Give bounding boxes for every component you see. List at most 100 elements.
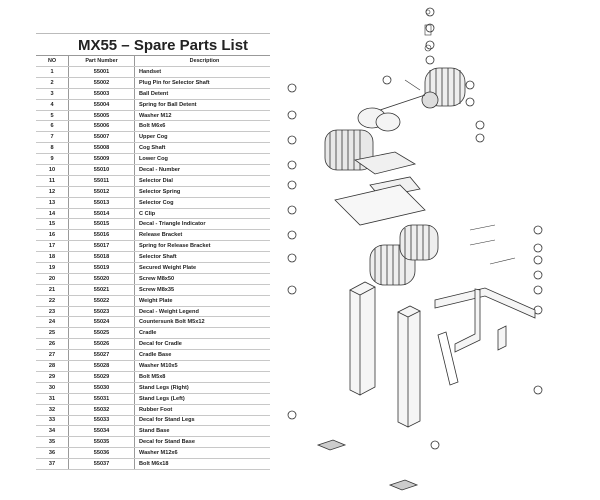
row-number: 20: [36, 273, 69, 285]
row-number: 15: [36, 218, 69, 231]
callout-circle: [475, 133, 485, 143]
part-number: 55029: [68, 371, 135, 383]
part-number: 55037: [68, 458, 135, 470]
callout-circle: [287, 205, 297, 215]
row-number: 6: [36, 120, 69, 133]
row-number: 30: [36, 382, 69, 394]
callout-circle: [533, 385, 543, 395]
callout-circles: [287, 7, 543, 450]
row-number: 3: [36, 88, 69, 100]
part-number: 55016: [68, 229, 135, 242]
part-number: 55002: [68, 77, 135, 89]
part-number: 55032: [68, 404, 135, 416]
row-number: 19: [36, 262, 69, 274]
rubber-feet: [316, 439, 419, 491]
part-number: 55034: [68, 425, 135, 438]
part-description: Decal for Stand Legs: [134, 415, 270, 427]
part-description: Selector Spring: [134, 186, 270, 198]
exploded-parts-diagram: [287, 7, 543, 491]
part-number: 55021: [68, 284, 135, 296]
part-description: Spring for Release Bracket: [134, 240, 270, 253]
row-number: 27: [36, 349, 69, 362]
dumbbell-top: [379, 67, 466, 111]
part-description: Release Bracket: [134, 229, 270, 242]
callout-circle: [533, 285, 543, 295]
part-number: 55022: [68, 295, 135, 307]
callout-circle: [287, 180, 297, 190]
callout-circle: [425, 23, 435, 33]
callout-circle: [430, 440, 440, 450]
part-description: Countersunk Bolt M5x12: [134, 316, 270, 329]
row-number: 35: [36, 436, 69, 449]
part-description: Cradle Base: [134, 349, 270, 362]
part-description: Spring for Ball Detent: [134, 99, 270, 111]
callout-circle: [382, 75, 392, 85]
part-number: 55027: [68, 349, 135, 362]
part-description: Screw M8x50: [134, 273, 270, 285]
part-description: Washer M10x5: [134, 360, 270, 372]
page-title: MX55 – Spare Parts List: [77, 37, 249, 54]
row-number: 37: [36, 458, 69, 470]
callout-circle: [287, 285, 297, 295]
row-number: 10: [36, 164, 69, 176]
part-description: Ball Detent: [134, 88, 270, 100]
part-description: Washer M12: [134, 110, 270, 122]
part-number: 55012: [68, 186, 135, 198]
part-description: Decal for Stand Base: [134, 436, 270, 449]
part-number: 55020: [68, 273, 135, 285]
small-hardware: [404, 9, 516, 265]
part-number: 55033: [68, 415, 135, 427]
callout-circle: [287, 110, 297, 120]
part-number: 55025: [68, 327, 135, 340]
callout-circle: [533, 255, 543, 265]
part-description: Decal - Triangle Indicator: [134, 218, 270, 231]
part-description: Selector Cog: [134, 197, 270, 209]
part-number: 55011: [68, 175, 135, 187]
callout-circle: [287, 253, 297, 263]
part-description: Bolt M5x8: [134, 371, 270, 383]
row-number: 33: [36, 415, 69, 427]
row-number: 14: [36, 208, 69, 220]
callout-circle: [425, 40, 435, 50]
part-description: Selector Dial: [134, 175, 270, 187]
row-number: 2: [36, 77, 69, 89]
row-number: 4: [36, 99, 69, 111]
part-description: Bolt M6x6: [134, 120, 270, 133]
column-header-part-number: Part Number: [68, 55, 135, 67]
row-number: 8: [36, 142, 69, 155]
callout-circle: [475, 120, 485, 130]
row-number: 32: [36, 404, 69, 416]
part-number: 55005: [68, 110, 135, 122]
row-number: 7: [36, 131, 69, 144]
part-description: Cradle: [134, 327, 270, 340]
callout-circle: [533, 243, 543, 253]
part-description: Decal - Weight Legend: [134, 306, 270, 318]
part-number: 55004: [68, 99, 135, 111]
part-number: 55001: [68, 66, 135, 78]
cradle: [334, 151, 426, 226]
part-number: 55003: [68, 88, 135, 100]
part-number: 55008: [68, 142, 135, 155]
part-description: Decal - Number: [134, 164, 270, 176]
part-description: Stand Base: [134, 425, 270, 438]
